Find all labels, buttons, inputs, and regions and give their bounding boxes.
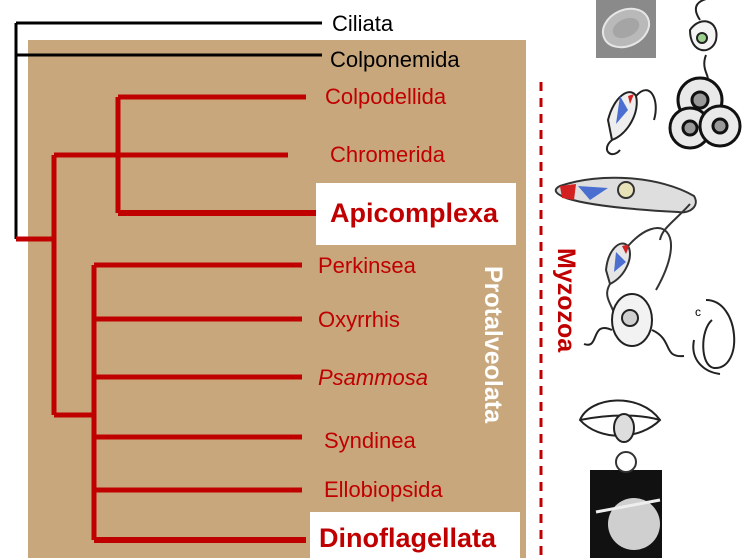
oxyrrhis-cell-icon bbox=[583, 293, 685, 358]
perkinsus-zoospore-icon bbox=[604, 227, 673, 321]
taxon-label-apicomplexa: Apicomplexa bbox=[330, 198, 499, 228]
myzozoa-branches bbox=[16, 94, 316, 543]
taxon-label-psammosa: Psammosa bbox=[318, 365, 429, 390]
taxon-label-dinoflagellata: Dinoflagellata bbox=[319, 523, 497, 553]
colpodellid-cell-icon bbox=[606, 89, 657, 156]
taxon-label-perkinsea: Perkinsea bbox=[318, 253, 416, 278]
syndinean-cell-icon bbox=[578, 399, 662, 443]
illustration-label-c: c bbox=[695, 305, 701, 319]
taxon-label-colpodellida: Colpodellida bbox=[325, 84, 447, 109]
chromerid-cyst-icon bbox=[668, 76, 742, 150]
taxon-label-ciliata: Ciliata bbox=[332, 11, 394, 36]
dinoflagellate-sem-icon bbox=[590, 451, 662, 558]
dinoflagellata-highlight-box bbox=[310, 512, 520, 558]
taxon-label-ellobiopsida: Ellobiopsida bbox=[324, 477, 443, 502]
group-label-protalveolata: Protalveolata bbox=[479, 266, 507, 424]
taxon-label-syndinea: Syndinea bbox=[324, 428, 416, 453]
apicomplexa-highlight-box bbox=[316, 183, 516, 245]
ciliate-photo-icon bbox=[596, 0, 656, 58]
colponemid-cell-icon bbox=[688, 0, 718, 81]
taxon-label-oxyrrhis: Oxyrrhis bbox=[318, 307, 400, 332]
taxon-label-chromerida: Chromerida bbox=[330, 142, 445, 167]
background-panel bbox=[28, 40, 526, 558]
psammosa-cell-icon bbox=[692, 299, 736, 375]
sporozoite-icon bbox=[554, 176, 697, 241]
taxon-label-colponemida: Colponemida bbox=[330, 47, 460, 72]
organism-illustrations bbox=[554, 0, 742, 558]
outgroup-branches bbox=[14, 21, 322, 239]
group-label-myzozoa: Myzozoa bbox=[552, 248, 580, 353]
